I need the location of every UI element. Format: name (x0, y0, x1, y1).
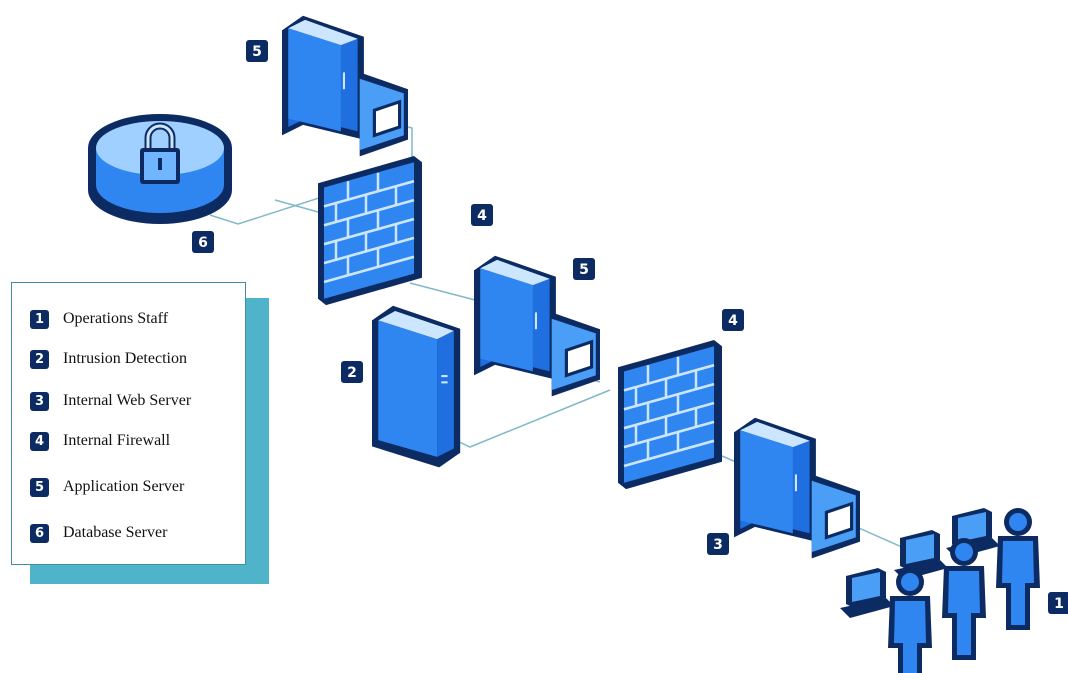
legend-label: Application Server (63, 478, 185, 495)
legend-item-internal-firewall: 4 Internal Firewall (30, 431, 170, 451)
legend-number: 3 (30, 391, 49, 411)
legend-item-application-server: 5 Application Server (30, 477, 184, 497)
svg-text:4: 4 (477, 208, 487, 224)
legend-item-database-server: 6 Database Server (30, 523, 167, 543)
svg-text:2: 2 (347, 365, 357, 381)
badge-web-server: 3 (707, 533, 729, 555)
legend-number: 5 (30, 477, 49, 497)
intrusion-detection-icon (372, 305, 461, 468)
svg-text:3: 3 (713, 537, 723, 553)
legend-number: 4 (30, 431, 49, 451)
firewall-mid-icon (616, 338, 724, 491)
legend-number: 1 (30, 309, 49, 329)
badge-staff: 1 (1048, 592, 1068, 614)
svg-text:1: 1 (1054, 596, 1064, 612)
badge-app-server-mid: 5 (573, 258, 595, 280)
database-icon (88, 114, 232, 224)
svg-text:5: 5 (579, 262, 589, 278)
svg-text:5: 5 (252, 44, 262, 60)
lock-icon (140, 122, 180, 184)
badge-firewall-mid: 4 (722, 309, 744, 331)
person-icon (942, 538, 986, 660)
badge-firewall-top: 4 (471, 204, 493, 226)
legend-label: Internal Web Server (63, 392, 192, 409)
legend: 1 Operations Staff 2 Intrusion Detection… (11, 282, 246, 565)
legend-number: 6 (30, 523, 49, 543)
legend-item-operations-staff: 1 Operations Staff (30, 309, 168, 329)
svg-text:6: 6 (198, 235, 208, 251)
person-icon (888, 568, 932, 673)
legend-number: 2 (30, 349, 49, 369)
badge-intrusion: 2 (341, 361, 363, 383)
legend-label: Internal Firewall (63, 432, 171, 449)
firewall-top-icon (316, 154, 424, 307)
badge-database: 6 (192, 231, 214, 253)
svg-text:4: 4 (728, 313, 738, 329)
person-icon (996, 508, 1040, 630)
legend-item-intrusion-detection: 2 Intrusion Detection (30, 349, 187, 369)
legend-item-internal-web-server: 3 Internal Web Server (30, 391, 191, 411)
legend-label: Intrusion Detection (63, 350, 187, 367)
app-server-top-icon (280, 14, 410, 158)
web-server-icon (732, 416, 862, 560)
legend-label: Operations Staff (63, 310, 169, 327)
legend-label: Database Server (63, 524, 168, 541)
badge-app-server-top: 5 (246, 40, 268, 62)
workstation-icon (840, 568, 894, 618)
